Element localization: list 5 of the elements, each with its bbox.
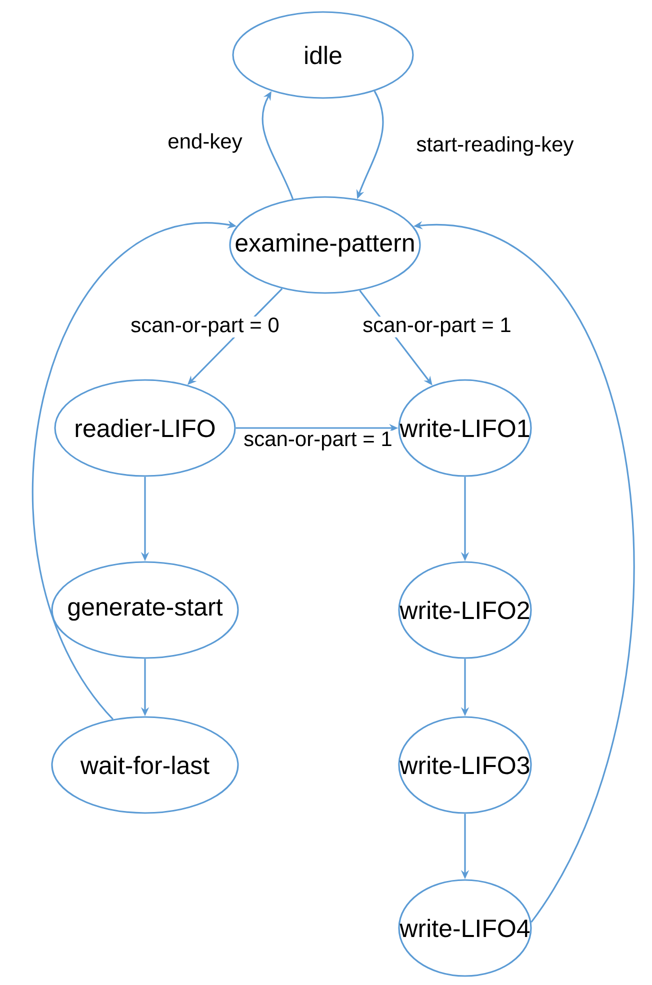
edge-label: scan-or-part = 1 — [362, 316, 512, 338]
edge-label: start-reading-key — [415, 135, 575, 157]
edge-label: scan-or-part = 1 — [242, 430, 394, 452]
edge-label: end-key — [166, 132, 244, 154]
edge-label: scan-or-part = 0 — [130, 316, 280, 338]
